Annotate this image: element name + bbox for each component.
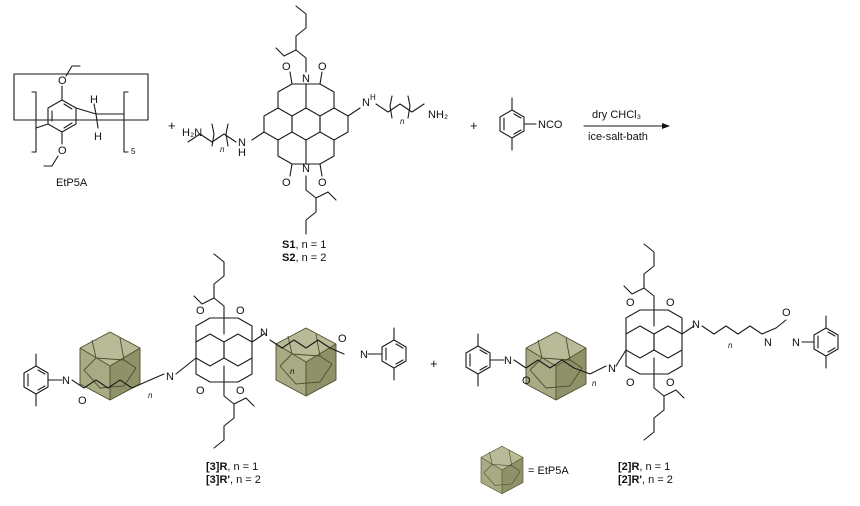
etp5a-label: EtP5A <box>56 177 88 189</box>
oxygen-atom-bottom: O <box>58 145 67 157</box>
label-2rp: [2]R', n = 2 <box>618 474 673 486</box>
label-3rp: [3]R', n = 2 <box>206 474 261 486</box>
plus-sign-1: + <box>168 118 176 133</box>
plus-sign-3: + <box>430 356 438 371</box>
carbonyl-o-1: O <box>282 61 291 73</box>
urea-n2-2r-right: N <box>792 337 800 349</box>
o-3r-3: O <box>196 385 205 397</box>
isocyanate-structure: NCO <box>499 97 563 151</box>
condition-solvent: dry CHCl₃ <box>592 109 641 121</box>
repeat-count: 5 <box>131 147 136 156</box>
o-2r-3: O <box>626 377 635 389</box>
n-index-3r-right: n <box>290 367 295 376</box>
amine-right-label: NH₂ <box>428 109 448 121</box>
urea-n-2r-left: N <box>504 355 512 367</box>
amine-h-right: H <box>370 93 376 102</box>
imide-n-bottom: N <box>302 163 310 175</box>
hydrogen-atom-bottom: H <box>94 131 102 143</box>
nh-2r-right: N <box>692 319 700 331</box>
o-2r-2: O <box>666 297 675 309</box>
n-index-2r-left: n <box>592 379 597 388</box>
axle-n-right: n <box>400 117 405 126</box>
isocyanate-label: NCO <box>538 119 563 131</box>
urea-n-right: N <box>360 349 368 361</box>
etp5a-ring-2r <box>525 331 587 401</box>
legend-cube-icon <box>480 445 524 495</box>
n-index-3r-left: n <box>148 391 153 400</box>
n-index-2r-right: n <box>728 341 733 350</box>
etp5a-ring-left <box>79 331 141 401</box>
urea-o-right: O <box>338 333 347 345</box>
axle-structure: O O O O N N N H N H n H₂N n NH₂ S1, n = … <box>182 5 448 264</box>
carbonyl-o-4: O <box>318 177 327 189</box>
urea-o-2r-right: O <box>782 307 791 319</box>
axle-n-left: n <box>220 145 225 154</box>
product-3r: N O n N O O O O N n O <box>23 253 407 486</box>
urea-o-left: O <box>78 395 87 407</box>
plus-sign-2: + <box>470 118 478 133</box>
o-3r-1: O <box>196 305 205 317</box>
nh-2r-left: N <box>608 363 616 375</box>
o-2r-1: O <box>626 297 635 309</box>
o-3r-2: O <box>236 305 245 317</box>
condition-temperature: ice-salt-bath <box>588 131 648 143</box>
label-2r: [2]R, n = 1 <box>618 461 670 473</box>
label-3r: [3]R, n = 1 <box>206 461 258 473</box>
s2-label: S2, n = 2 <box>282 252 326 264</box>
amine-left-label: H₂N <box>182 127 202 139</box>
amine-h-left: H <box>238 147 246 159</box>
imide-n-top: N <box>302 73 310 85</box>
nh-left-3r: N <box>166 371 174 383</box>
oxygen-atom-top: O <box>58 75 67 87</box>
etp5a-ring-right <box>275 327 337 397</box>
carbonyl-o-3: O <box>282 177 291 189</box>
legend: = EtP5A <box>480 445 569 495</box>
s1-label: S1, n = 1 <box>282 239 326 251</box>
carbonyl-o-2: O <box>318 61 327 73</box>
amine-nh-right: N <box>362 97 370 109</box>
hydrogen-atom-top: H <box>90 94 98 106</box>
amine-nh-left: N <box>238 137 246 149</box>
product-2r: N O n N O O O O N n N O N <box>465 243 839 486</box>
urea-nh-2r-right: N <box>764 337 772 349</box>
o-3r-4: O <box>236 385 245 397</box>
reaction-arrow: dry CHCl₃ ice-salt-bath <box>583 109 670 143</box>
o-2r-4: O <box>666 377 675 389</box>
nh-right-3r: N <box>260 327 268 339</box>
urea-o-2r-left: O <box>522 375 531 387</box>
etp5a-structure: O O H H 5 EtP5A <box>13 65 149 189</box>
urea-n-left: N <box>62 375 70 387</box>
legend-text: = EtP5A <box>528 465 569 477</box>
